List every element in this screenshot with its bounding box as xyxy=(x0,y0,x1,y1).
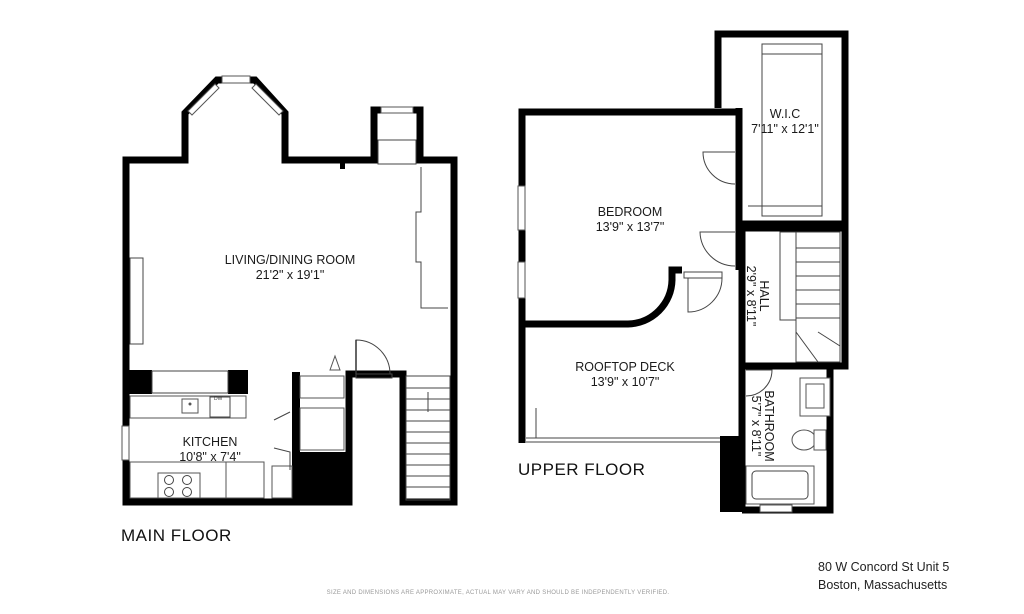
address-line-2: Boston, Massachusetts xyxy=(818,578,947,592)
entry-threshold xyxy=(355,373,393,379)
dishwasher xyxy=(209,396,231,418)
sink-drain xyxy=(188,402,192,406)
bathtub xyxy=(745,465,815,505)
deck-door-swing xyxy=(687,277,723,313)
upper-floor-plan: W.I.C 7'11" x 12'1" BEDROOM 13'9" x 13'7… xyxy=(517,30,849,514)
bathroom-name: BATHROOM xyxy=(762,390,776,461)
kitchen-name: KITCHEN xyxy=(183,435,238,449)
burner xyxy=(164,475,174,485)
wall-marker xyxy=(340,163,345,169)
deck-post xyxy=(720,436,742,512)
wic-dims: 7'11" x 12'1" xyxy=(751,122,819,136)
living-built-in xyxy=(415,167,448,309)
kitchen-sink xyxy=(181,398,199,414)
washer xyxy=(299,407,345,451)
burner xyxy=(164,487,174,497)
deck-door-frame xyxy=(683,271,723,279)
wic-name: W.I.C xyxy=(770,107,801,121)
closet-door-swing xyxy=(273,411,291,470)
kitchen-pillar-left xyxy=(126,370,152,394)
upper-floor-stairs xyxy=(795,231,841,363)
closet-shelf xyxy=(299,375,345,399)
living-dining-room-name: LIVING/DINING ROOM xyxy=(225,253,356,267)
wic-door-swing xyxy=(702,151,736,185)
bathroom-window xyxy=(759,504,793,513)
dishwasher-tag: DW xyxy=(214,396,223,402)
chimney-box xyxy=(377,139,417,165)
bay-window-right xyxy=(251,83,284,116)
utility-wall xyxy=(292,372,300,502)
kitchen-window xyxy=(121,425,130,461)
hall-name: HALL xyxy=(757,280,771,311)
kitchen-upper-cabinet xyxy=(151,370,229,394)
burner xyxy=(182,475,192,485)
utility-block xyxy=(300,452,349,502)
water-heater xyxy=(271,465,293,499)
entry-door-swing xyxy=(355,339,391,375)
main-floor-label: MAIN FLOOR xyxy=(121,526,232,545)
bay-window-center xyxy=(221,75,251,84)
toilet xyxy=(791,429,817,451)
burner xyxy=(182,487,192,497)
hall-dims: 2'9" x 8'11" xyxy=(744,266,758,327)
bathtub-inner xyxy=(751,470,809,500)
bathroom-door-swing xyxy=(745,369,773,397)
bedroom-deck-divider xyxy=(522,266,682,328)
bedroom-window xyxy=(517,185,526,231)
disclaimer: SIZE AND DIMENSIONS ARE APPROXIMATE, ACT… xyxy=(327,590,670,596)
door-arrow xyxy=(329,354,341,371)
main-floor-outer-wall xyxy=(122,76,458,506)
chimney-window xyxy=(380,106,414,114)
bathroom-sink xyxy=(805,383,825,409)
toilet-tank xyxy=(813,429,827,451)
bay-window-left xyxy=(187,83,220,116)
bedroom-dims: 13'9" x 13'7" xyxy=(596,220,665,234)
rooftop-deck-name: ROOFTOP DECK xyxy=(575,360,675,374)
main-floor-plan: DW xyxy=(121,75,458,545)
living-dining-room-dims: 21'2" x 19'1" xyxy=(256,268,325,282)
kitchen-pillar-right xyxy=(228,370,248,394)
living-left-wall-fixture xyxy=(129,257,144,345)
address-line-1: 80 W Concord St Unit 5 xyxy=(818,560,949,574)
hall-railing xyxy=(779,231,797,321)
bedroom-window-2 xyxy=(517,261,526,299)
bedroom-deck-walls xyxy=(518,108,743,443)
hall-walls xyxy=(742,224,849,370)
bathroom-dims: 5'7" x 8'11" xyxy=(749,396,763,457)
upper-floor-label: UPPER FLOOR xyxy=(518,460,645,479)
bedroom-name: BEDROOM xyxy=(598,205,663,219)
rooftop-deck-dims: 13'9" x 10'7" xyxy=(591,375,660,389)
kitchen-dims: 10'8" x 7'4" xyxy=(179,450,241,464)
main-floor-stairs xyxy=(405,375,451,501)
refrigerator xyxy=(225,461,265,499)
hall-door-swing xyxy=(699,231,736,267)
kitchen-range xyxy=(157,472,201,499)
